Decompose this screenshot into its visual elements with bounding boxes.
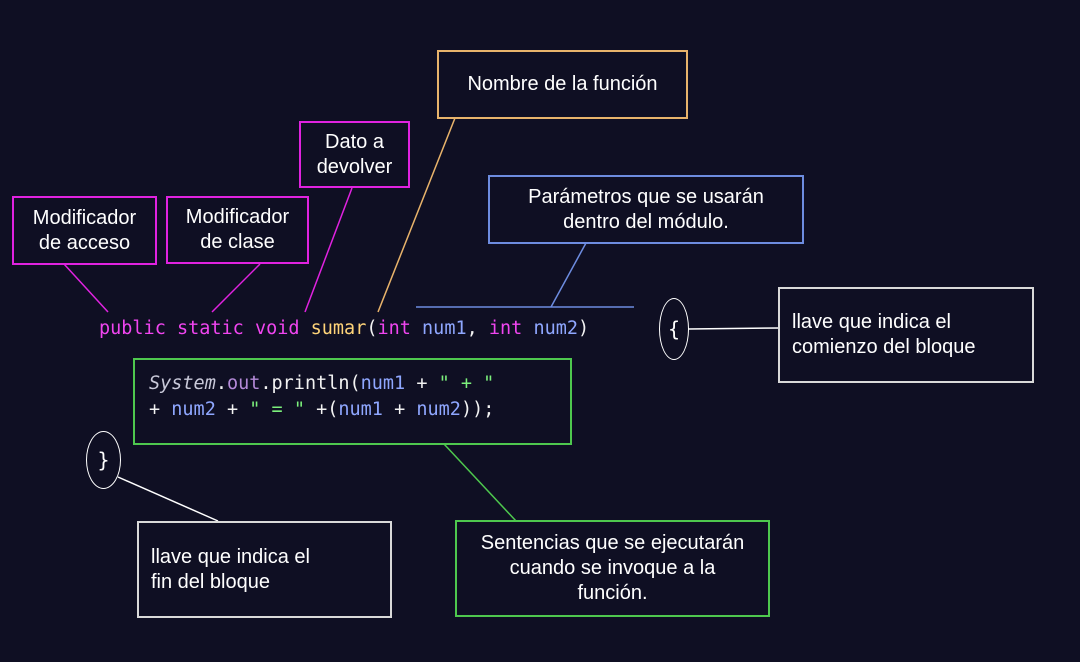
class-modifier-box: Modificador de clase (166, 196, 309, 264)
string-equals: " = " (249, 399, 305, 420)
return-type-label-line2: devolver (316, 155, 393, 178)
public-keyword: public (99, 318, 166, 339)
println-call: .println( (260, 373, 361, 394)
parameters-box: Parámetros que se usarán dentro del módu… (488, 175, 804, 244)
string-plus: " + " (438, 373, 495, 394)
dot-operator: . (215, 373, 227, 394)
statement-end: )); (460, 399, 495, 420)
open-brace: { (667, 317, 681, 341)
statements-connector (443, 443, 517, 522)
access-modifier-box: Modificador de acceso (12, 196, 157, 265)
class-modifier-label-line2: de clase (200, 231, 275, 253)
plus-op-4: +( (304, 399, 339, 420)
statements-description-line1: Sentencias que se ejecutarán (480, 532, 745, 554)
plus-op-2: + (149, 399, 172, 420)
parameters-label-line1: Parámetros que se usarán (528, 185, 764, 208)
close-paren: ) (578, 318, 590, 339)
parameters-label-line2: dentro del módulo. (563, 210, 729, 233)
close-brace-connector (117, 476, 219, 522)
body-num2-a: num2 (171, 399, 216, 420)
function-name-box: Nombre de la función (437, 50, 688, 119)
method-body-box: System.out.println(num1 + " + " + num2 +… (133, 358, 572, 445)
plus-op-1: + (405, 373, 439, 394)
close-brace-description-box: llave que indica el fin del bloque (137, 521, 392, 618)
plus-op-3: + (215, 399, 250, 420)
access-modifier-connector (63, 263, 109, 313)
parameters-connector (550, 242, 587, 308)
method-signature: public static void sumar(int num1, int n… (99, 316, 589, 342)
void-keyword: void (254, 318, 300, 339)
open-brace-connector (687, 327, 780, 330)
return-type-connector (304, 187, 353, 313)
system-class: System (149, 373, 216, 394)
close-brace-oval: } (86, 431, 121, 489)
statements-description-line3: función. (577, 582, 648, 604)
param1-name: num1 (422, 318, 467, 339)
access-modifier-label-line1: Modificador (32, 206, 137, 229)
close-brace: } (97, 448, 110, 472)
access-modifier-label-line2: de acceso (38, 231, 131, 254)
return-type-box: Dato a devolver (299, 121, 410, 188)
param-comma: , (466, 318, 478, 339)
plus-op-5: + (382, 399, 417, 420)
static-keyword: static (176, 318, 244, 339)
open-brace-description-line1: llave que indica el (792, 311, 951, 333)
body-num1-b: num1 (338, 399, 383, 420)
class-modifier-connector (211, 263, 261, 313)
class-modifier-label-line1: Modificador (185, 206, 290, 228)
open-brace-description-box: llave que indica el comienzo del bloque (778, 287, 1034, 383)
return-type-label-line1: Dato a (325, 130, 384, 153)
open-brace-oval: { (659, 298, 689, 360)
body-num2-b: num2 (416, 399, 461, 420)
statements-description-box: Sentencias que se ejecutarán cuando se i… (455, 520, 770, 617)
close-brace-description-line2: fin del bloque (151, 570, 270, 593)
param1-type: int (377, 318, 411, 339)
body-line-1: System.out.println(num1 + " + " (149, 371, 494, 397)
out-field: out (226, 373, 261, 394)
function-name-connector (377, 117, 456, 313)
param2-name: num2 (533, 318, 579, 339)
body-num1-a: num1 (360, 373, 406, 394)
close-brace-description-line1: llave que indica el (151, 545, 310, 568)
statements-description-line2: cuando se invoque a la (509, 557, 716, 579)
open-paren: ( (366, 318, 378, 339)
body-line-2: + num2 + " = " +(num1 + num2)); (149, 397, 494, 423)
param2-type: int (488, 318, 523, 339)
open-brace-description-line2: comienzo del bloque (792, 336, 976, 358)
function-name: sumar (310, 318, 367, 339)
function-name-label: Nombre de la función (467, 73, 658, 95)
